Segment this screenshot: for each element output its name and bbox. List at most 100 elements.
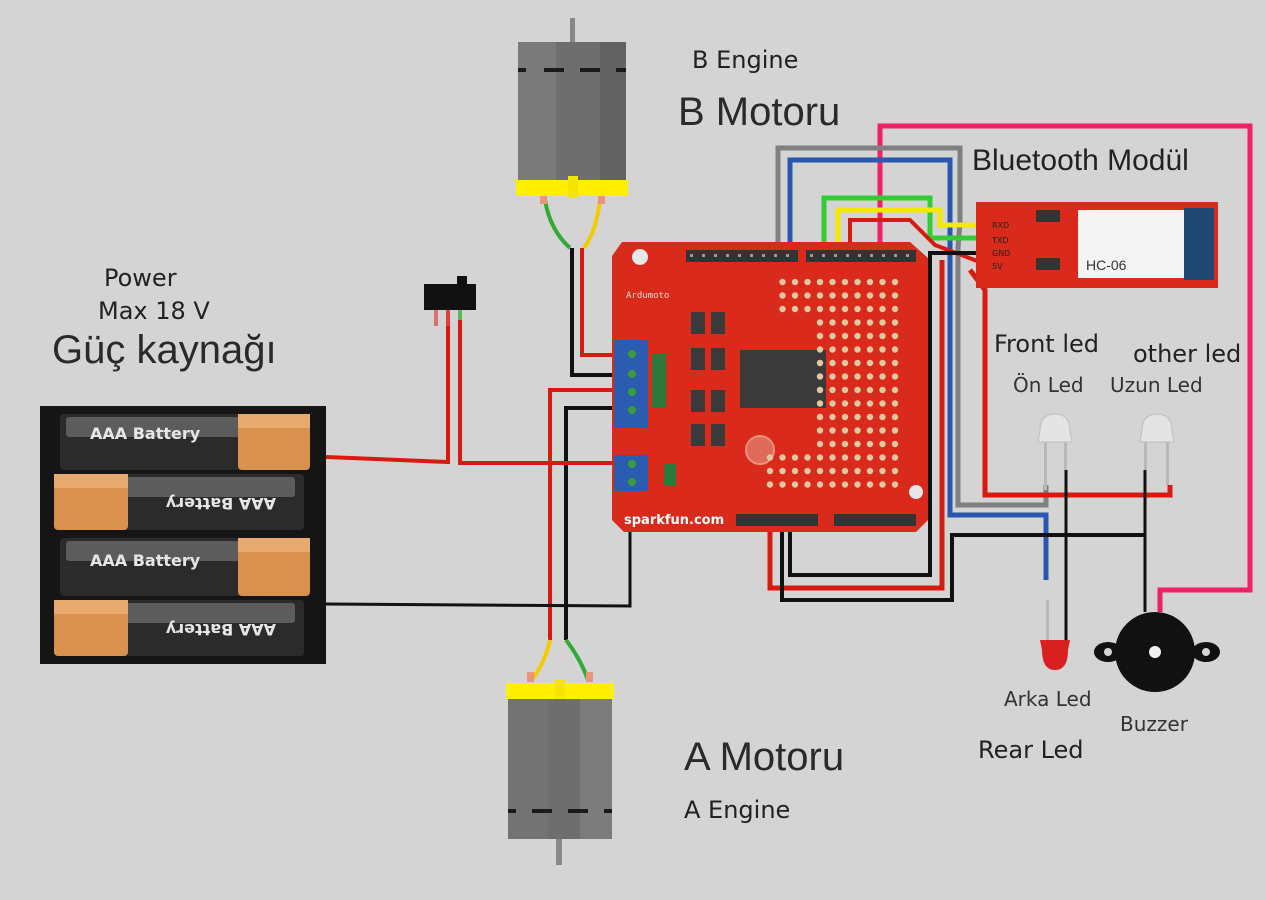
- proto-hole: [816, 400, 824, 407]
- proto-hole: [829, 481, 836, 488]
- proto-hole: [866, 359, 874, 367]
- proto-hole: [891, 481, 899, 488]
- battery-label: AAA Battery: [90, 424, 201, 443]
- proto-hole: [891, 319, 899, 326]
- proto-hole: [866, 413, 874, 421]
- header-pin: [882, 254, 885, 257]
- label-other-led: other led: [1133, 340, 1242, 368]
- proto-hole: [841, 386, 849, 394]
- proto-hole: [854, 332, 861, 340]
- proto-hole: [866, 305, 874, 313]
- proto-hole: [891, 373, 899, 380]
- proto-hole: [841, 467, 849, 475]
- proto-hole: [779, 305, 786, 313]
- proto-hole: [891, 305, 899, 313]
- proto-hole: [854, 305, 861, 313]
- proto-hole: [879, 467, 886, 475]
- proto-hole: [879, 454, 886, 461]
- proto-hole: [854, 359, 861, 367]
- proto-hole: [791, 467, 799, 475]
- proto-hole: [854, 467, 861, 475]
- proto-hole: [879, 319, 886, 326]
- proto-hole: [866, 332, 874, 340]
- proto-hole: [816, 332, 824, 340]
- header-pin: [894, 254, 897, 257]
- proto-hole: [891, 332, 899, 340]
- header-pin: [690, 254, 693, 257]
- wire-motora-green: [564, 638, 590, 681]
- led-other: [1139, 413, 1175, 485]
- wire-switch-red: [458, 318, 620, 465]
- label-arka-led: Arka Led: [1004, 687, 1092, 711]
- proto-hole: [841, 292, 849, 299]
- proto-hole: [891, 359, 899, 367]
- proto-hole: [816, 481, 824, 488]
- proto-hole: [804, 454, 811, 461]
- battery-label: AAA Battery: [165, 494, 276, 513]
- led-other-lens: [1139, 413, 1175, 443]
- label-front-led: Front led: [994, 330, 1099, 358]
- wire-motora-yellow: [530, 639, 552, 682]
- proto-hole: [841, 346, 849, 353]
- wire-black-gnd: [788, 251, 985, 577]
- proto-hole: [766, 481, 774, 488]
- proto-hole: [879, 359, 886, 367]
- proto-hole: [816, 413, 824, 421]
- battery-label: AAA Battery: [165, 620, 276, 639]
- wire-gray: [775, 145, 1049, 508]
- proto-hole: [791, 481, 799, 488]
- bt-pin-txd: TXD: [991, 236, 1009, 245]
- proto-hole: [866, 373, 874, 380]
- header-pin: [786, 254, 789, 257]
- proto-hole: [891, 400, 899, 407]
- label-rear-led: Rear Led: [978, 736, 1084, 764]
- label-a-motoru: A Motoru: [684, 735, 845, 779]
- header-pin: [906, 254, 909, 257]
- label-uzun-led: Uzun Led: [1110, 373, 1203, 397]
- proto-hole: [829, 346, 836, 353]
- wire-motorb-red: [580, 248, 620, 357]
- proto-hole: [841, 481, 849, 488]
- proto-hole: [866, 346, 874, 353]
- proto-hole: [854, 278, 861, 286]
- header-pin: [774, 254, 777, 257]
- proto-hole: [816, 305, 824, 313]
- proto-hole: [866, 454, 874, 461]
- proto-hole: [841, 305, 849, 313]
- proto-hole: [866, 440, 874, 448]
- ardumoto-board: Ardumoto sparkfun.com: [612, 242, 928, 532]
- wire-motorb-black: [570, 248, 620, 377]
- proto-hole: [829, 413, 836, 421]
- proto-hole: [841, 427, 849, 434]
- proto-hole: [816, 427, 824, 434]
- proto-hole: [854, 400, 861, 407]
- proto-hole: [879, 332, 886, 340]
- header-bottom-right: [834, 514, 916, 526]
- proto-hole: [879, 440, 886, 448]
- proto-hole: [816, 454, 824, 461]
- led-front: [1037, 413, 1073, 490]
- proto-hole: [866, 400, 874, 407]
- wire-motora-black: [564, 406, 620, 640]
- proto-hole: [779, 481, 786, 488]
- proto-hole: [854, 346, 861, 353]
- power-switch[interactable]: [424, 276, 476, 326]
- header-pin: [762, 254, 765, 257]
- proto-hole: [879, 427, 886, 434]
- proto-hole: [766, 454, 774, 461]
- proto-hole: [829, 454, 836, 461]
- proto-hole: [854, 440, 861, 448]
- proto-hole: [816, 373, 824, 380]
- proto-hole: [891, 467, 899, 475]
- proto-hole: [879, 292, 886, 299]
- proto-hole: [866, 467, 874, 475]
- header-pin: [870, 254, 873, 257]
- proto-hole: [804, 292, 811, 299]
- proto-hole: [791, 454, 799, 461]
- proto-hole: [829, 373, 836, 380]
- proto-hole: [854, 386, 861, 394]
- proto-hole: [816, 386, 824, 394]
- proto-hole: [829, 400, 836, 407]
- proto-hole: [854, 481, 861, 488]
